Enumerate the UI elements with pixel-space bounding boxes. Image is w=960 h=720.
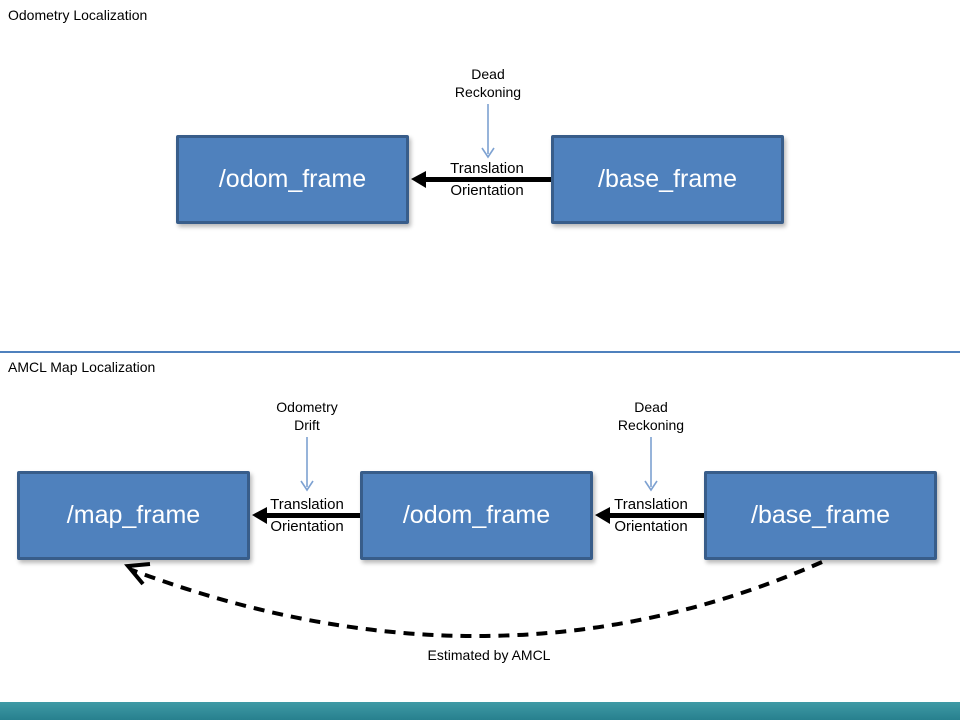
section-title-amcl: AMCL Map Localization [8,359,156,375]
annotation-odometry-drift: Odometry Drift [237,398,377,434]
annotation-down-arrow-icon [481,104,495,159]
node-map-frame: /map_frame [17,471,250,560]
arrow-shaft [266,513,360,518]
section-divider-line [0,351,960,353]
section-title-odometry: Odometry Localization [8,7,148,23]
edge-label-translation: Translation [450,160,524,177]
annotation-dead-reckoning: Dead Reckoning [581,398,721,434]
annotation-line: Reckoning [617,417,685,433]
node-odom-frame: /odom_frame [176,135,409,224]
annotation-line: Odometry [276,399,338,415]
arrowhead-left-icon [595,507,610,524]
node-label: /base_frame [598,165,737,193]
annotation-down-arrow-icon [644,437,658,492]
footer-accent-bar [0,702,960,720]
node-odom-frame: /odom_frame [360,471,593,560]
node-label: /odom_frame [218,165,367,193]
arrowhead-left-icon [252,507,267,524]
node-base-frame: /base_frame [704,471,937,560]
annotation-line: Dead [471,66,505,82]
node-base-frame: /base_frame [551,135,784,224]
edge-label-orientation: Orientation [450,182,524,199]
edge-label-translation: Translation [614,496,688,513]
edge-label-orientation: Orientation [614,518,688,535]
node-label: /base_frame [751,501,890,529]
arrow-shaft [425,177,551,182]
annotation-dead-reckoning: Dead Reckoning [418,65,558,101]
edge-label-orientation: Orientation [270,518,344,535]
annotation-line: Dead [634,399,668,415]
arrowhead-left-icon [411,171,426,188]
annotation-line: Reckoning [454,84,522,100]
node-label: /odom_frame [402,501,551,529]
edge-label-translation: Translation [270,496,344,513]
annotation-line: Drift [294,417,320,433]
amcl-edge-label: Estimated by AMCL [427,647,551,663]
annotation-down-arrow-icon [300,437,314,492]
node-label: /map_frame [66,501,201,529]
arrow-shaft [609,513,704,518]
